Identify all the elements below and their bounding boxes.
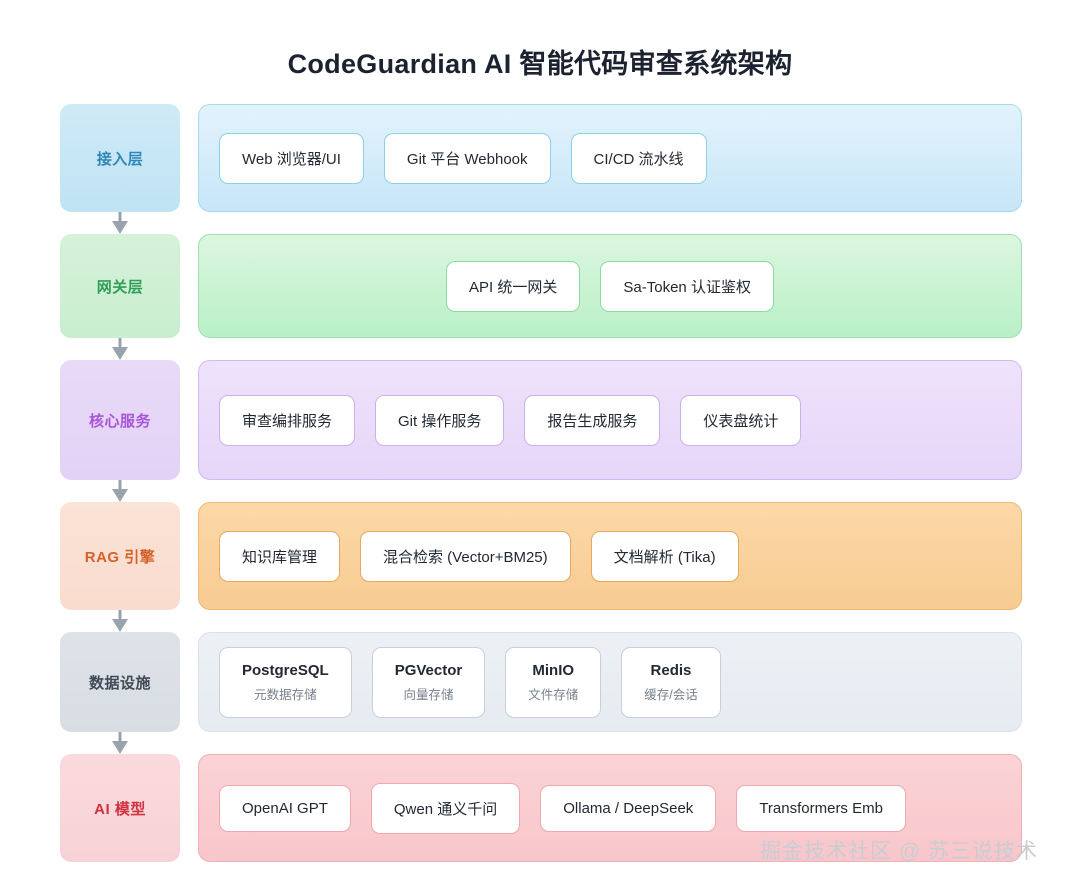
component-label: PGVector: [394, 661, 463, 679]
component-label: Git 平台 Webhook: [406, 150, 528, 168]
component-label: 审查编排服务: [242, 412, 333, 430]
component-label: PostgreSQL: [242, 661, 329, 679]
component-sublabel: 文件存储: [528, 687, 579, 702]
layer-panel-access: Web 浏览器/UI Git 平台 Webhook CI/CD 流水线: [198, 104, 1022, 213]
component-label: Transformers Emb: [759, 799, 883, 817]
component-node[interactable]: Ollama / DeepSeek: [540, 784, 717, 832]
layer-label-cell-rag: RAG 引擎: [60, 502, 180, 633]
arrow-shaft: [118, 610, 122, 625]
arrow-down-icon: [112, 732, 128, 755]
component-label: OpenAI GPT: [242, 799, 328, 817]
page-title: CodeGuardian AI 智能代码审查系统架构: [287, 49, 793, 79]
arrow-shaft: [118, 338, 122, 353]
component-node[interactable]: Redis 缓存/会话: [621, 646, 721, 718]
layer-label-data[interactable]: 数据设施: [60, 632, 180, 733]
component-label: 知识库管理: [242, 548, 318, 566]
layer-row-access: 接入层 Web 浏览器/UI Git 平台 Webhook CI/CD 流水线: [60, 104, 1022, 235]
component-label: MinIO: [532, 661, 575, 679]
component-node[interactable]: 文档解析 (Tika): [590, 530, 739, 582]
layer-label-gateway[interactable]: 网关层: [60, 234, 180, 339]
component-node[interactable]: MinIO 文件存储: [505, 646, 602, 718]
component-node[interactable]: Sa-Token 认证鉴权: [600, 260, 774, 312]
component-label: Web 浏览器/UI: [242, 150, 341, 168]
arrow-head: [112, 489, 128, 503]
component-label: 文档解析 (Tika): [613, 548, 716, 566]
layer-label-cell-gateway: 网关层: [60, 234, 180, 361]
layer-label-access[interactable]: 接入层: [60, 104, 180, 213]
component-label: Git 操作服务: [398, 412, 482, 430]
component-label: Ollama / DeepSeek: [563, 799, 694, 817]
layer-label-cell-access: 接入层: [60, 104, 180, 235]
layer-panel-rag: 知识库管理 混合检索 (Vector+BM25) 文档解析 (Tika): [198, 502, 1022, 611]
component-label: Sa-Token 认证鉴权: [623, 278, 751, 296]
layer-panel-data: PostgreSQL 元数据存储 PGVector 向量存储 MinIO 文件存储 Redi…: [198, 632, 1022, 733]
layer-label-core[interactable]: 核心服务: [60, 360, 180, 481]
component-node[interactable]: Git 操作服务: [375, 394, 505, 446]
component-node[interactable]: PGVector 向量存储: [371, 646, 486, 718]
arrow-shaft: [118, 212, 122, 227]
arrow-head: [112, 347, 128, 361]
component-node[interactable]: 知识库管理: [219, 530, 341, 582]
layer-panel-core: 审查编排服务 Git 操作服务 报告生成服务 仪表盘统计: [198, 360, 1022, 481]
layer-label-cell-ai: AI 模型: [60, 754, 180, 863]
component-label: API 统一网关: [469, 278, 558, 296]
component-node[interactable]: Git 平台 Webhook: [383, 132, 551, 184]
component-node[interactable]: API 统一网关: [446, 260, 581, 312]
component-label: Qwen 通义千问: [393, 800, 498, 818]
component-label: 仪表盘统计: [703, 412, 779, 430]
component-label: 混合检索 (Vector+BM25): [383, 548, 548, 566]
arrow-down-icon: [112, 338, 128, 361]
component-sublabel: 元数据存储: [254, 687, 317, 702]
arrow-shaft: [118, 480, 122, 495]
layer-row-core: 核心服务 审查编排服务 Git 操作服务 报告生成服务 仪表盘统计: [60, 360, 1022, 503]
layer-label-ai[interactable]: AI 模型: [60, 754, 180, 863]
component-label: CI/CD 流水线: [593, 150, 684, 168]
arrow-head: [112, 619, 128, 633]
layer-panel-gateway: API 统一网关 Sa-Token 认证鉴权: [198, 234, 1022, 339]
component-label: Redis: [650, 661, 692, 679]
component-node[interactable]: 审查编排服务: [219, 394, 356, 446]
component-sublabel: 向量存储: [403, 687, 454, 702]
layer-row-gateway: 网关层 API 统一网关 Sa-Token 认证鉴权: [60, 234, 1022, 361]
arrow-down-icon: [112, 480, 128, 503]
component-node[interactable]: 仪表盘统计: [680, 394, 802, 446]
component-node[interactable]: 混合检索 (Vector+BM25): [360, 530, 571, 582]
arrow-head: [112, 741, 128, 755]
component-node[interactable]: Transformers Emb: [736, 784, 906, 832]
layer-panel-ai: OpenAI GPT Qwen 通义千问 Ollama / DeepSeek Tran…: [198, 754, 1022, 863]
arrow-head: [112, 221, 128, 235]
component-node[interactable]: CI/CD 流水线: [570, 132, 707, 184]
layer-row-ai: AI 模型 OpenAI GPT Qwen 通义千问 Ollama / DeepSee…: [60, 754, 1022, 863]
component-node[interactable]: PostgreSQL 元数据存储: [219, 646, 352, 718]
layer-label-cell-core: 核心服务: [60, 360, 180, 503]
component-node[interactable]: OpenAI GPT: [219, 784, 351, 832]
arrow-down-icon: [112, 610, 128, 633]
component-label: 报告生成服务: [547, 412, 638, 430]
layer-row-data: 数据设施 PostgreSQL 元数据存储 PGVector 向量存储 MinIO 文件存储…: [60, 632, 1022, 755]
component-node[interactable]: 报告生成服务: [524, 394, 661, 446]
layer-label-rag[interactable]: RAG 引擎: [60, 502, 180, 611]
arrow-shaft: [118, 732, 122, 747]
arrow-down-icon: [112, 212, 128, 235]
component-node[interactable]: Qwen 通义千问: [370, 782, 521, 834]
layer-label-cell-data: 数据设施: [60, 632, 180, 755]
component-sublabel: 缓存/会话: [644, 687, 698, 702]
component-node[interactable]: Web 浏览器/UI: [219, 132, 364, 184]
layer-row-rag: RAG 引擎 知识库管理 混合检索 (Vector+BM25) 文档解析 (Tika): [60, 502, 1022, 633]
